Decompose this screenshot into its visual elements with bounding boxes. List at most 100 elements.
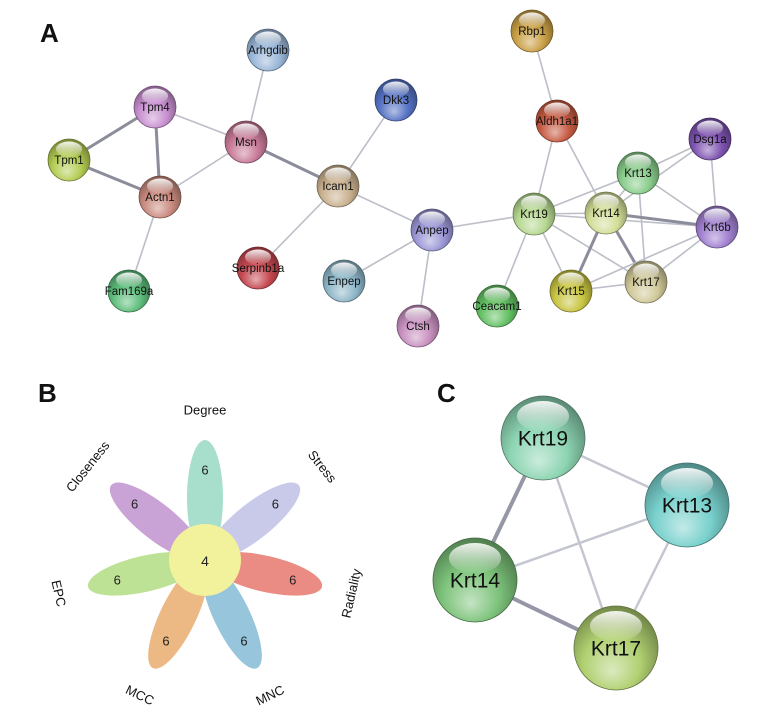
node-actn1-label: Actn1 bbox=[145, 192, 174, 204]
node-arhgdib: Arhgdib bbox=[246, 28, 290, 72]
node-tpm1: Tpm1 bbox=[47, 138, 91, 182]
panel-c-edges bbox=[473, 436, 689, 650]
node-krt17-label: Krt17 bbox=[632, 277, 660, 289]
node-krt14: Krt14 bbox=[584, 191, 628, 235]
node-c-krt17: Krt17 bbox=[573, 605, 659, 691]
node-actn1: Actn1 bbox=[138, 175, 182, 219]
node-dsg1a-highlight bbox=[696, 120, 724, 136]
node-c-krt13: Krt13 bbox=[644, 462, 730, 548]
node-c-krt13-label: Krt13 bbox=[662, 495, 712, 518]
node-krt14-label: Krt14 bbox=[592, 208, 620, 220]
flower-center-value: 4 bbox=[201, 553, 209, 569]
panel-b-letter: B bbox=[38, 378, 57, 408]
node-dsg1a-label: Dsg1a bbox=[693, 134, 727, 146]
node-enpep-highlight bbox=[330, 262, 358, 278]
petal-label-degree: Degree bbox=[184, 403, 227, 418]
petal-label-mnc: MNC bbox=[253, 682, 286, 708]
node-fam169a-highlight bbox=[115, 272, 143, 288]
node-actn1-highlight bbox=[146, 178, 174, 194]
petal-value-closeness: 6 bbox=[131, 496, 138, 511]
node-icam1: Icam1 bbox=[316, 164, 360, 208]
node-krt19: Krt19 bbox=[512, 192, 556, 236]
node-ceacam1: Ceacam1 bbox=[472, 284, 522, 328]
node-dsg1a: Dsg1a bbox=[688, 117, 732, 161]
node-dkk3-highlight bbox=[382, 81, 410, 97]
panel-c-letter: C bbox=[437, 378, 456, 408]
node-c-krt13-highlight bbox=[660, 468, 714, 499]
node-krt19-highlight bbox=[520, 195, 548, 211]
petal-value-stress: 6 bbox=[272, 496, 279, 511]
node-c-krt19-highlight bbox=[516, 401, 570, 432]
node-tpm1-label: Tpm1 bbox=[54, 155, 83, 167]
petal-value-radiality: 6 bbox=[289, 573, 296, 588]
petal-value-mnc: 6 bbox=[240, 634, 247, 649]
node-tpm4-label: Tpm4 bbox=[140, 102, 170, 114]
petal-value-mcc: 6 bbox=[162, 634, 169, 649]
petal-label-mcc: MCC bbox=[123, 682, 156, 708]
node-enpep-label: Enpep bbox=[327, 276, 360, 288]
node-aldh1a1-label: Aldh1a1 bbox=[536, 116, 578, 128]
node-tpm4-highlight bbox=[141, 88, 169, 104]
node-krt6b: Krt6b bbox=[695, 205, 739, 249]
node-c-krt17-label: Krt17 bbox=[591, 638, 641, 661]
node-msn-highlight bbox=[232, 123, 260, 139]
node-serpinb1a: Serpinb1a bbox=[232, 246, 285, 290]
node-krt6b-highlight bbox=[703, 208, 731, 224]
node-fam169a: Fam169a bbox=[105, 269, 154, 313]
flower-center bbox=[169, 524, 241, 596]
node-icam1-highlight bbox=[324, 167, 352, 183]
node-rbp1: Rbp1 bbox=[510, 9, 554, 53]
node-krt15-label: Krt15 bbox=[557, 286, 585, 298]
node-anpep: Anpep bbox=[410, 208, 454, 252]
node-ceacam1-highlight bbox=[483, 287, 511, 303]
node-c-krt14: Krt14 bbox=[432, 537, 518, 623]
node-serpinb1a-label: Serpinb1a bbox=[232, 263, 285, 275]
node-aldh1a1: Aldh1a1 bbox=[535, 99, 579, 143]
petal-label-radiality: Radiality bbox=[338, 567, 364, 619]
node-rbp1-label: Rbp1 bbox=[518, 26, 546, 38]
petal-label-closeness: Closeness bbox=[63, 438, 113, 495]
node-ctsh-highlight bbox=[404, 307, 432, 323]
node-aldh1a1-highlight bbox=[543, 102, 571, 118]
node-msn-label: Msn bbox=[235, 137, 257, 149]
node-msn: Msn bbox=[224, 120, 268, 164]
node-krt6b-label: Krt6b bbox=[703, 222, 731, 234]
node-krt17-highlight bbox=[632, 263, 660, 279]
node-ctsh-label: Ctsh bbox=[406, 321, 430, 333]
node-rbp1-highlight bbox=[518, 12, 546, 28]
node-dkk3: Dkk3 bbox=[374, 78, 418, 122]
node-krt14-highlight bbox=[592, 194, 620, 210]
node-c-krt14-highlight bbox=[448, 543, 502, 574]
node-c-krt14-label: Krt14 bbox=[450, 570, 501, 593]
node-anpep-label: Anpep bbox=[415, 225, 448, 237]
node-enpep: Enpep bbox=[322, 259, 366, 303]
node-c-krt19: Krt19 bbox=[500, 395, 586, 481]
node-serpinb1a-highlight bbox=[244, 249, 272, 265]
node-krt15: Krt15 bbox=[549, 269, 593, 313]
node-krt13: Krt13 bbox=[616, 151, 660, 195]
petal-value-epc: 6 bbox=[114, 573, 121, 588]
node-krt15-highlight bbox=[557, 272, 585, 288]
node-fam169a-label: Fam169a bbox=[105, 286, 154, 298]
edge-krt15-krt6b bbox=[570, 226, 718, 292]
node-krt19-label: Krt19 bbox=[520, 209, 548, 221]
node-tpm4: Tpm4 bbox=[133, 85, 177, 129]
node-arhgdib-label: Arhgdib bbox=[248, 45, 288, 57]
panel-a-letter: A bbox=[40, 18, 59, 48]
petal-label-stress: Stress bbox=[305, 447, 340, 486]
node-krt13-highlight bbox=[624, 154, 652, 170]
node-c-krt17-highlight bbox=[589, 611, 643, 642]
node-krt13-label: Krt13 bbox=[624, 168, 652, 180]
node-icam1-label: Icam1 bbox=[322, 181, 353, 193]
node-anpep-highlight bbox=[418, 211, 446, 227]
node-arhgdib-highlight bbox=[254, 31, 282, 47]
node-c-krt19-label: Krt19 bbox=[518, 428, 568, 451]
petal-label-epc: EPC bbox=[48, 579, 69, 608]
node-tpm1-highlight bbox=[55, 141, 83, 157]
node-krt17: Krt17 bbox=[624, 260, 668, 304]
